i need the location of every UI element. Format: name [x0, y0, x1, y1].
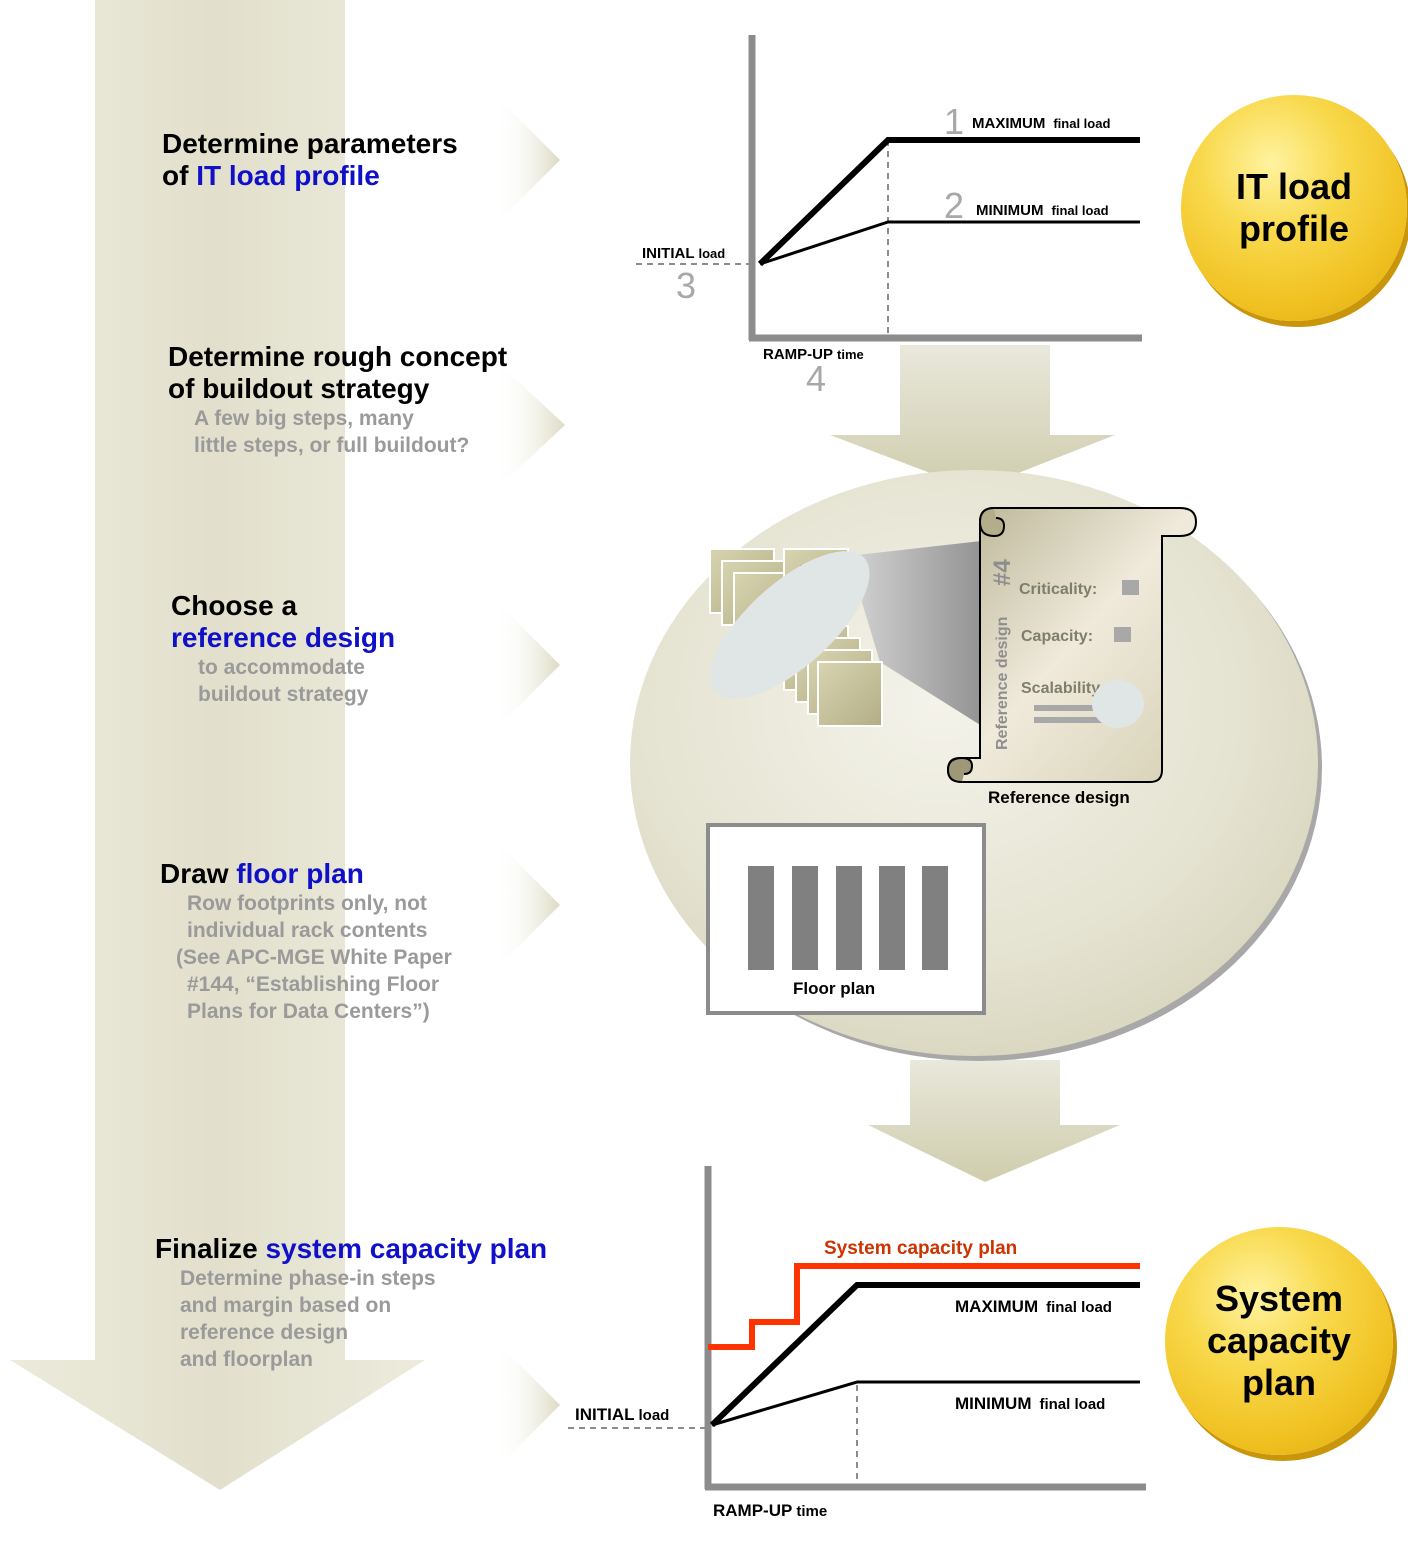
step-sub-4: #144, “Establishing Floor	[187, 973, 440, 996]
chevron-2	[495, 360, 565, 490]
badge-line-3: plan	[1241, 1362, 1316, 1403]
badge-line-1: System	[1214, 1278, 1344, 1319]
step-title-highlight: reference design	[171, 622, 396, 653]
chevrons	[495, 95, 565, 1470]
min-number: 2	[944, 185, 964, 226]
rack-row-4	[879, 866, 905, 970]
capacity-line	[708, 1263, 1140, 1350]
step-capacity-plan: Finalize system capacity plan Determine …	[155, 1233, 547, 1373]
chevron-1	[495, 95, 560, 225]
chevron-4	[495, 840, 560, 970]
down-arrow-1	[830, 345, 1115, 490]
scroll-vertical-label: Reference design	[994, 617, 1011, 750]
badge-line-2: profile	[1238, 208, 1349, 249]
reference-caption: Reference design	[988, 788, 1130, 807]
floor-plan: Floor plan	[706, 823, 986, 1015]
margin-shade-2	[1092, 680, 1144, 728]
step-title: Draw floor plan	[160, 858, 364, 889]
initial-number: 3	[676, 265, 696, 306]
ramp-number: 4	[806, 358, 826, 399]
step-floor-plan: Draw floor plan Row footprints only, not…	[160, 858, 452, 1025]
capacity-box	[1114, 627, 1131, 642]
badge-line-2: capacity	[1206, 1320, 1352, 1361]
step-sub-4: and floorplan	[180, 1348, 313, 1371]
reference-scroll: Reference design #4 Criticality: Capacit…	[946, 507, 1198, 783]
criticality-box	[1122, 580, 1139, 595]
rack-row-3	[836, 866, 862, 970]
step-buildout: Determine rough concept of buildout stra…	[168, 341, 507, 459]
chevron-3	[495, 600, 560, 730]
scalability-label: Scalability:	[1021, 680, 1105, 697]
step-title-2: of IT load profile	[162, 160, 380, 191]
chevron-5	[495, 1340, 560, 1470]
step-sub-2: and margin based on	[180, 1294, 392, 1317]
rack-row-2	[792, 866, 818, 970]
down-arrow-2	[868, 1060, 1120, 1182]
step-it-load: Determine parameters of IT load profile	[162, 128, 458, 192]
step-sub-2: little steps, or full buildout?	[194, 434, 470, 457]
criticality-label: Criticality:	[1019, 581, 1097, 598]
capacity-label: Capacity:	[1021, 628, 1093, 645]
step-title: Finalize system capacity plan	[155, 1233, 548, 1264]
step-title: Choose a	[171, 590, 298, 621]
step-sub-2: individual rack contents	[187, 919, 428, 942]
step-sub-3: (See APC-MGE White Paper	[176, 946, 452, 969]
capacity-line-label: System capacity plan	[824, 1238, 1017, 1259]
margin-shade-1	[710, 551, 870, 699]
floor-plan-caption: Floor plan	[793, 979, 875, 998]
max-number: 1	[944, 101, 964, 142]
step-title: Determine rough concept	[168, 341, 508, 372]
step-title-2: of buildout strategy	[168, 373, 430, 404]
rack-row-1	[748, 866, 774, 970]
maximum-line	[709, 1282, 1140, 1428]
step-sub-3: reference design	[180, 1321, 349, 1344]
step-sub-1: Row footprints only, not	[187, 892, 427, 915]
step-sub-2: buildout strategy	[198, 683, 369, 706]
projection-cone	[848, 540, 990, 728]
step-reference: Choose a reference design to accommodate…	[171, 590, 395, 708]
badge-line-1: IT load	[1236, 166, 1352, 207]
scroll-number: #4	[989, 559, 1016, 586]
scalability-bar-1	[1034, 705, 1120, 711]
flow-arrow	[10, 0, 425, 1490]
step-sub-1: Determine phase-in steps	[180, 1267, 436, 1290]
scalability-bar-2	[1034, 717, 1120, 723]
rack-row-5	[922, 866, 948, 970]
step-sub-1: A few big steps, many	[194, 407, 414, 430]
step-title: Determine parameters	[162, 128, 458, 159]
step-sub-5: Plans for Data Centers”)	[187, 1000, 430, 1023]
minimum-line	[759, 220, 1140, 266]
step-sub-1: to accommodate	[198, 656, 365, 679]
minimum-line	[711, 1380, 1140, 1427]
maximum-line	[757, 137, 1140, 267]
